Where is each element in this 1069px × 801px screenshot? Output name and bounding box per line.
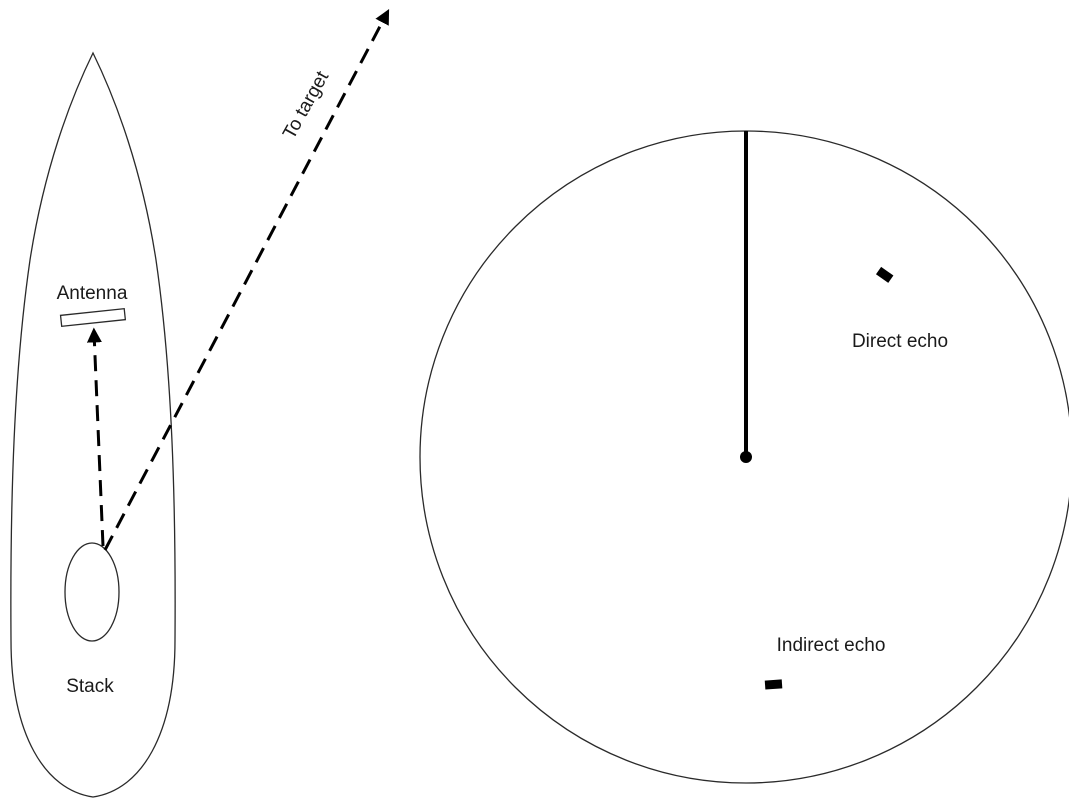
indirect-echo-label: Indirect echo <box>777 635 886 656</box>
stack-label: Stack <box>66 676 114 697</box>
antenna-label: Antenna <box>57 283 128 304</box>
stack <box>65 543 119 641</box>
ship: Antenna Stack To target <box>11 13 387 797</box>
radar-display: Direct echo Indirect echo <box>420 131 1069 783</box>
own-ship-center-dot <box>740 451 752 463</box>
direct-echo-label: Direct echo <box>852 331 948 352</box>
indirect-echo-blip <box>765 679 783 689</box>
to-target-label: To target <box>279 67 334 142</box>
